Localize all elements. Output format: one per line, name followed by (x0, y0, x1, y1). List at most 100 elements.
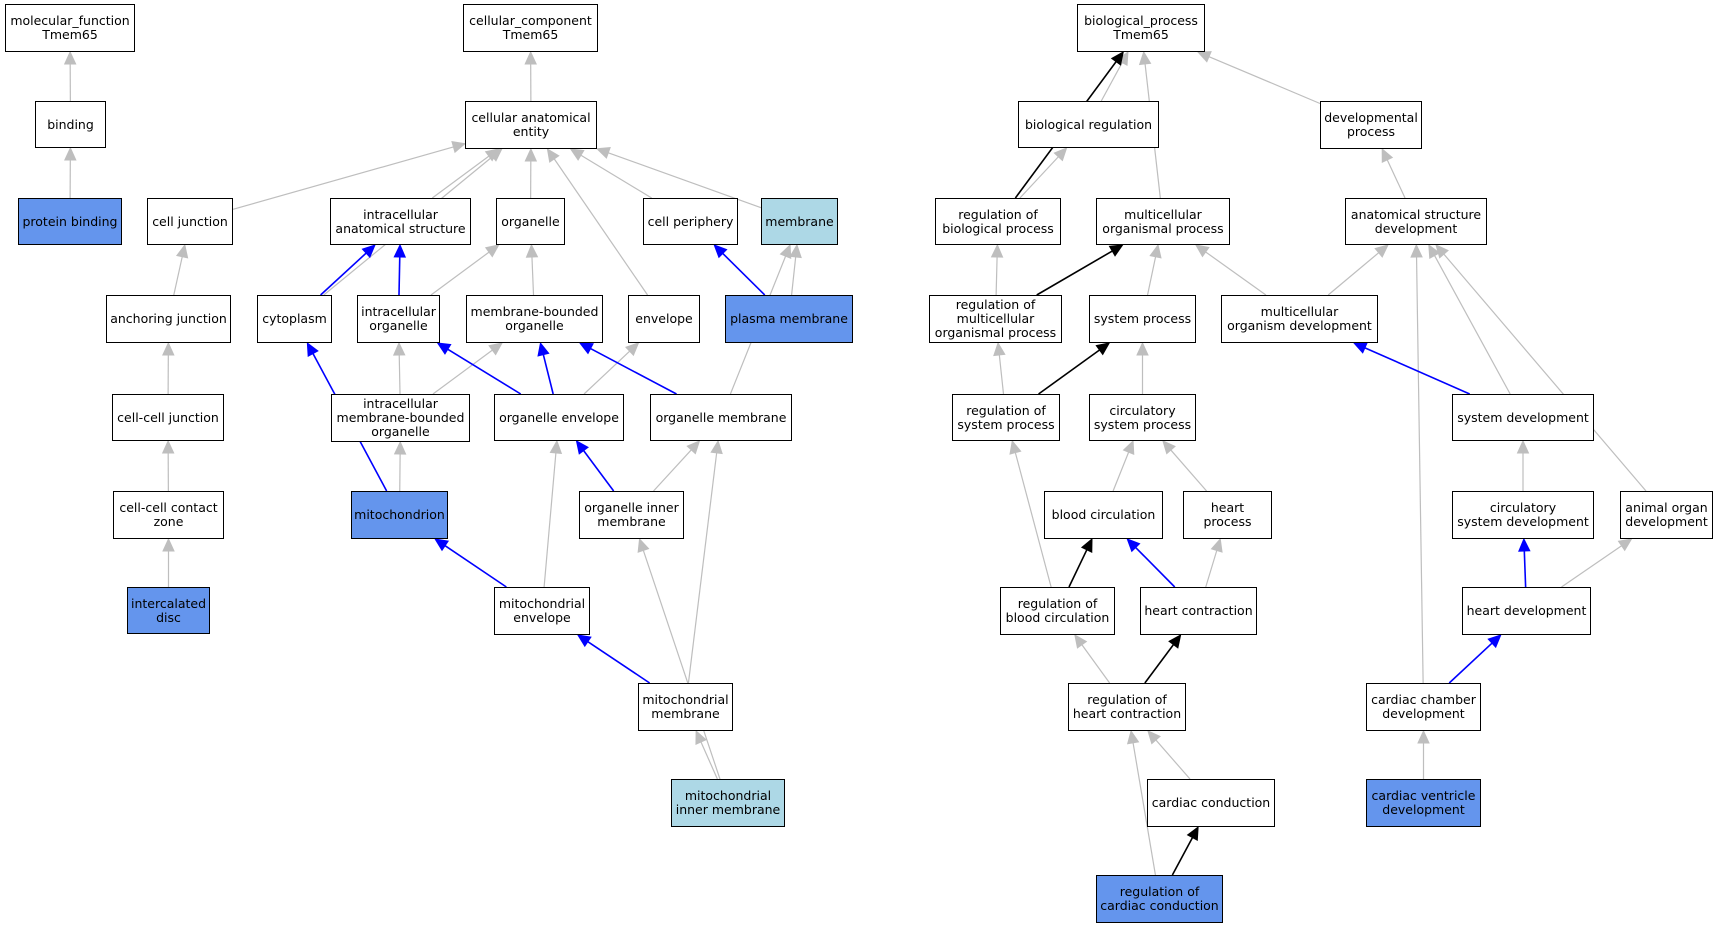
go-term-membrane[interactable]: membrane (761, 198, 838, 245)
go-term-reg-multi-org[interactable]: regulation of multicellular organismal p… (929, 295, 1062, 343)
arrowhead-39 (1138, 50, 1152, 66)
go-term-heart-contraction[interactable]: heart contraction (1140, 587, 1257, 635)
arrowhead-55 (1009, 439, 1022, 455)
arrowhead-7 (595, 147, 611, 159)
go-term-system-process[interactable]: system process (1089, 295, 1196, 343)
go-term-multi-org-dev[interactable]: multicellular organism development (1221, 295, 1378, 343)
edge-reg-bio-proc-to-bio-reg (1019, 156, 1059, 199)
go-term-org-inner-mem[interactable]: organelle inner membrane (579, 491, 684, 539)
go-term-bp-root[interactable]: biological_process Tmem65 (1077, 4, 1205, 52)
go-term-animal-organ-dev[interactable]: animal organ development (1620, 491, 1713, 539)
go-term-organelle[interactable]: organelle (496, 198, 565, 245)
go-term-multi-org-proc[interactable]: multicellular organismal process (1096, 198, 1230, 245)
go-term-cell-periphery[interactable]: cell periphery (643, 198, 738, 245)
arrowhead-20 (392, 341, 406, 356)
go-term-heart-dev[interactable]: heart development (1462, 587, 1591, 635)
arrowhead-40 (1196, 51, 1212, 63)
arrowhead-14 (525, 243, 539, 258)
go-term-ias[interactable]: intracellular anatomical structure (330, 198, 471, 245)
arrowhead-50 (1410, 243, 1423, 258)
arrowhead-0 (63, 50, 77, 65)
arrowhead-53 (1136, 341, 1149, 356)
go-term-cardiac-conduction[interactable]: cardiac conduction (1147, 779, 1275, 827)
go-term-bio-reg[interactable]: biological regulation (1018, 101, 1159, 148)
arrowhead-13 (484, 244, 500, 258)
go-term-cardiac-ventricle-dev[interactable]: cardiac ventricle development (1366, 779, 1481, 827)
arrowhead-25 (578, 342, 594, 355)
go-term-mito-membrane[interactable]: mitochondrial membrane (638, 683, 733, 731)
go-term-mito-inner-mem[interactable]: mitochondrial inner membrane (671, 779, 785, 827)
go-term-cc-root[interactable]: cellular_component Tmem65 (463, 4, 598, 52)
go-term-mbo[interactable]: membrane-bounded organelle (466, 295, 603, 343)
arrowhead-10 (175, 243, 189, 259)
arrowhead-69 (1186, 825, 1199, 841)
arrowhead-66 (1487, 634, 1502, 649)
go-term-org-envelope[interactable]: organelle envelope (494, 394, 624, 441)
go-term-intercalated-disc[interactable]: intercalated disc (127, 587, 210, 634)
arrowhead-32 (549, 439, 563, 455)
arrowhead-12 (393, 243, 407, 258)
arrowhead-67 (1147, 730, 1161, 745)
go-term-reg-heart-contr[interactable]: regulation of heart contraction (1068, 683, 1186, 731)
go-term-anchoring-junction[interactable]: anchoring junction (106, 295, 231, 343)
edge-plasma-membrane-to-cell-periphery (722, 252, 766, 296)
go-term-plasma-membrane[interactable]: plasma membrane (725, 295, 853, 343)
go-term-binding[interactable]: binding (35, 101, 106, 148)
go-term-mito-envelope[interactable]: mitochondrial envelope (494, 587, 590, 635)
edge-cardiac-conduction-to-reg-heart-contr (1155, 739, 1191, 780)
go-term-asd[interactable]: anatomical structure development (1345, 198, 1487, 245)
edge-org-envelope-to-mbo (542, 354, 554, 395)
go-term-heart-process[interactable]: heart process (1183, 491, 1272, 539)
edge-multi-org-dev-to-multi-org-proc (1205, 251, 1267, 296)
go-term-mitochondrion[interactable]: mitochondrion (351, 491, 448, 539)
go-term-dev-process[interactable]: developmental process (1320, 101, 1422, 149)
go-term-envelope[interactable]: envelope (628, 295, 700, 343)
go-term-intra-organelle[interactable]: intracellular organelle (357, 295, 440, 343)
edge-mito-envelope-to-org-envelope (543, 452, 557, 588)
go-term-blood-circ[interactable]: blood circulation (1044, 491, 1163, 539)
arrowhead-38 (1110, 51, 1124, 66)
go-term-mf-root[interactable]: molecular_function Tmem65 (5, 4, 135, 52)
edge-org-inner-mem-to-org-envelope (582, 450, 615, 492)
arrowhead-52 (1095, 342, 1111, 356)
arrowhead-42 (1381, 147, 1394, 163)
go-term-cae[interactable]: cellular anatomical entity (465, 101, 597, 149)
arrowhead-62 (1518, 537, 1531, 552)
edge-reg-blood-circ-to-reg-sys-proc (1014, 452, 1052, 588)
go-term-circ-sys-dev[interactable]: circulatory system development (1452, 491, 1594, 539)
arrowhead-1 (64, 146, 77, 161)
edge-ias-to-cae (431, 155, 490, 199)
edge-mito-envelope-to-mitochondrion (444, 545, 507, 588)
go-term-system-dev[interactable]: system development (1452, 394, 1594, 441)
edge-intra-organelle-to-organelle (430, 251, 490, 296)
arrowhead-59 (1080, 537, 1093, 553)
arrowhead-44 (1108, 244, 1124, 257)
arrowhead-2 (524, 50, 537, 65)
arrowhead-29 (686, 440, 701, 455)
arrowhead-48 (1428, 243, 1441, 259)
edge-cardiac-chamber-dev-to-asd (1415, 256, 1424, 684)
edge-animal-organ-dev-to-asd (1443, 253, 1647, 492)
edge-reg-multi-org-to-multi-org-proc (1036, 250, 1113, 296)
go-term-cc-junction[interactable]: cell-cell junction (112, 394, 224, 441)
go-term-reg-cardiac-cond[interactable]: regulation of cardiac conduction (1096, 875, 1223, 923)
edge-blood-circ-to-circ-sys-proc (1112, 451, 1130, 492)
go-term-reg-blood-circ[interactable]: regulation of blood circulation (1000, 587, 1115, 635)
go-term-reg-sys-proc[interactable]: regulation of system process (952, 394, 1060, 441)
go-term-protein-binding[interactable]: protein binding (18, 198, 122, 245)
go-term-cardiac-chamber-dev[interactable]: cardiac chamber development (1366, 683, 1481, 731)
go-term-org-membrane[interactable]: organelle membrane (650, 394, 792, 441)
arrowhead-34 (710, 439, 723, 455)
arrowhead-64 (1074, 634, 1088, 649)
go-term-reg-bio-proc[interactable]: regulation of biological process (935, 198, 1061, 245)
arrowhead-19 (306, 341, 319, 357)
edge-anchoring-junction-to-cell-junction (173, 256, 183, 296)
edge-reg-blood-circ-to-blood-circ (1068, 549, 1088, 588)
go-term-cell-junction[interactable]: cell junction (147, 198, 233, 245)
edge-heart-process-to-circ-sys-proc (1170, 449, 1208, 492)
go-term-cytoplasm[interactable]: cytoplasm (257, 295, 332, 343)
go-term-circ-sys-proc[interactable]: circulatory system process (1089, 394, 1196, 441)
go-term-imbo[interactable]: intracellular membrane-bounded organelle (331, 394, 470, 442)
go-term-ccc-zone[interactable]: cell-cell contact zone (113, 491, 224, 539)
